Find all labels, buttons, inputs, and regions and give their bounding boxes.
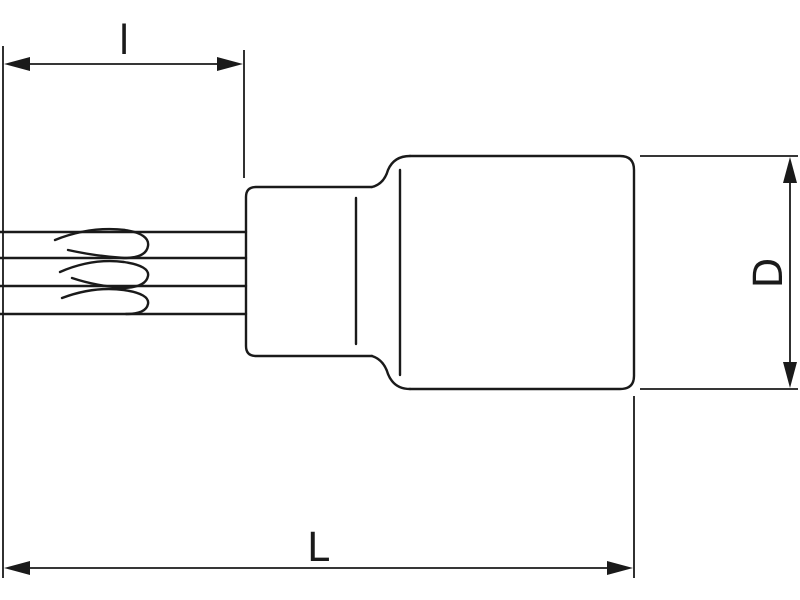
socket-body xyxy=(244,154,636,391)
diameter-label: D xyxy=(746,258,792,289)
bit-flute-1 xyxy=(53,227,150,260)
bit-length-arrow-right xyxy=(217,57,243,71)
socket-neck-bottom xyxy=(370,354,412,391)
dimension-overall-length: L xyxy=(4,396,635,578)
bit-length-label: l xyxy=(118,18,129,64)
bit-length-arrow-left xyxy=(4,57,30,71)
bit-flute-3 xyxy=(60,287,150,316)
dimension-bit-length: l xyxy=(2,18,245,578)
socket-neck-top xyxy=(370,154,412,189)
overall-length-label: L xyxy=(307,525,330,571)
diameter-arrow-top xyxy=(783,157,797,183)
bit-flute-2 xyxy=(58,259,150,290)
torx-bit xyxy=(0,227,248,316)
overall-length-arrow-left xyxy=(4,561,30,575)
diameter-arrow-bottom xyxy=(783,362,797,388)
socket-drive-outline xyxy=(408,154,636,391)
overall-length-arrow-right xyxy=(607,561,633,575)
dimension-diameter: D xyxy=(640,155,798,390)
socket-hub-outline xyxy=(244,185,374,358)
